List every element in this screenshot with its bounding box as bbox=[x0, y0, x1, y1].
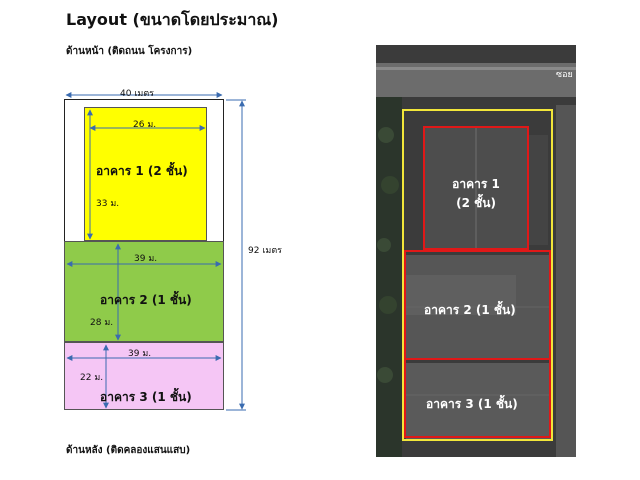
building-1-width-label: 26 ม. bbox=[133, 120, 157, 130]
building-2-block bbox=[64, 241, 224, 342]
building-3-width-label: 39 ม. bbox=[128, 349, 152, 359]
building-3-name: อาคาร 3 (1 ชั้น) bbox=[100, 390, 192, 404]
site-depth-label: 92 เมตร bbox=[248, 246, 283, 256]
satellite-road-label: ซอย นิ bbox=[556, 70, 582, 80]
satellite-building-2-label: อาคาร 2 (1 ชั้น) bbox=[424, 303, 516, 317]
satellite-building-3-label: อาคาร 3 (1 ชั้น) bbox=[426, 397, 518, 411]
building-2-width-label: 39 ม. bbox=[134, 254, 158, 264]
page-title: Layout (ขนาดโดยประมาณ) bbox=[66, 10, 279, 29]
satellite-building-1-line2: (2 ชั้น) bbox=[456, 196, 496, 210]
building-1-name: อาคาร 1 (2 ชั้น) bbox=[96, 164, 188, 178]
satellite-building-1-label: อาคาร 1 (2 ชั้น) bbox=[444, 175, 508, 213]
building-2-name: อาคาร 2 (1 ชั้น) bbox=[100, 293, 192, 307]
building-3-depth-label: 22 ม. bbox=[80, 373, 104, 383]
building-1-depth-label: 33 ม. bbox=[96, 199, 120, 209]
back-side-note: ด้านหลัง (ติดคลองแสนแสบ) bbox=[66, 445, 191, 456]
satellite-image bbox=[376, 45, 576, 457]
building-3-block bbox=[64, 342, 224, 410]
satellite-building-1-line1: อาคาร 1 bbox=[452, 177, 500, 191]
site-width-label: 40 เมตร bbox=[120, 89, 155, 99]
satellite-drawing bbox=[376, 45, 576, 457]
front-side-note: ด้านหน้า (ติดถนน โครงการ) bbox=[66, 46, 193, 57]
building-2-depth-label: 28 ม. bbox=[90, 318, 114, 328]
